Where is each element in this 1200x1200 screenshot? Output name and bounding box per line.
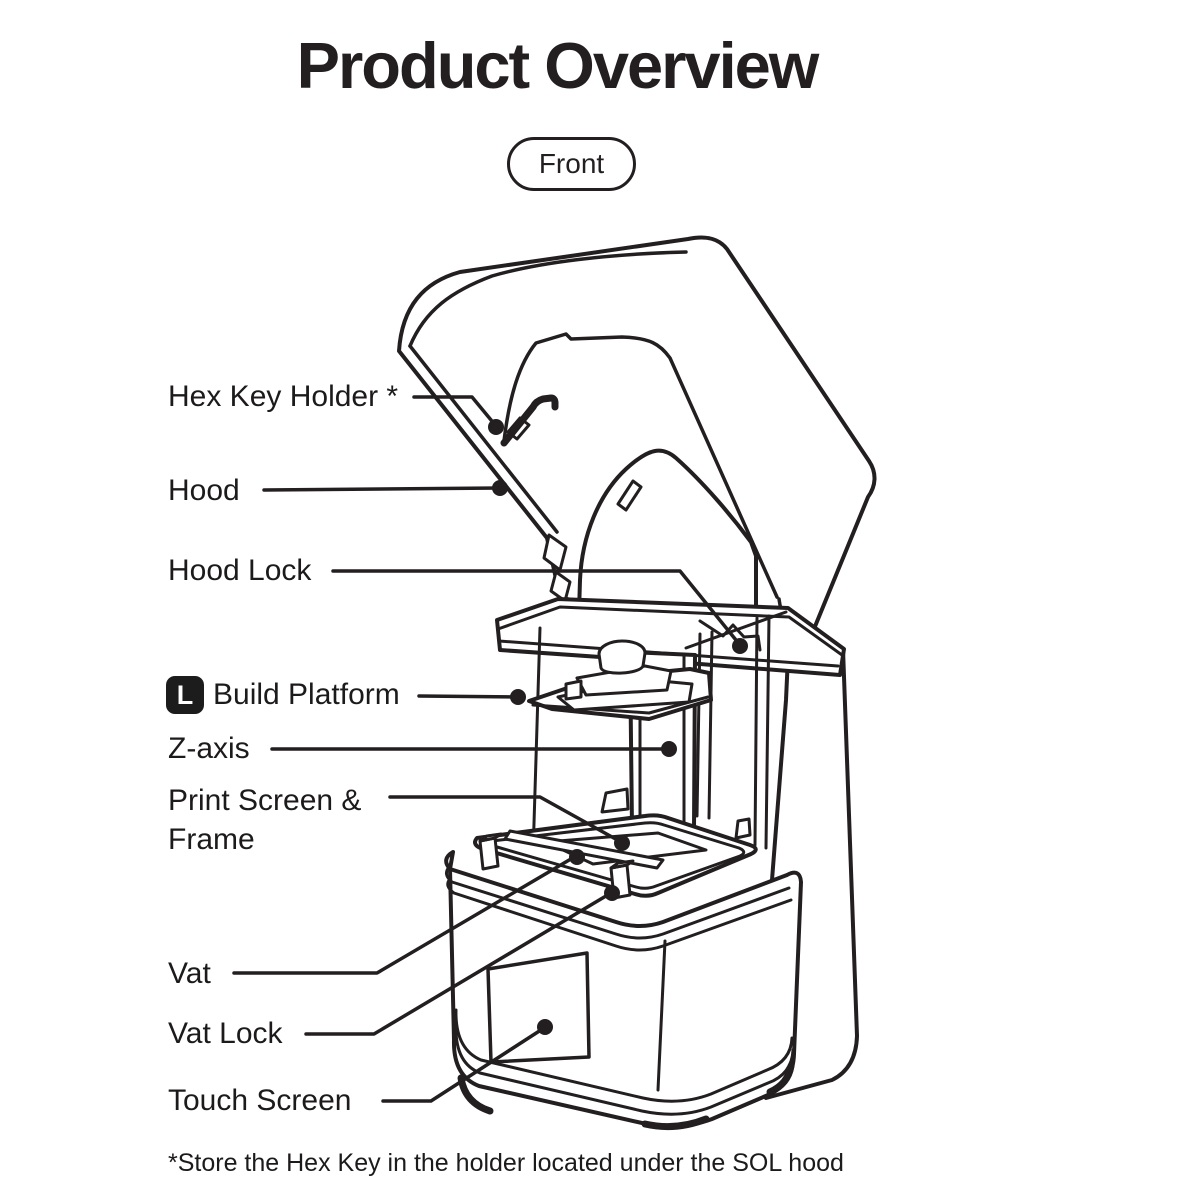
- label-vat-lock: Vat Lock: [168, 1017, 283, 1050]
- leader-vat: [232, 854, 578, 975]
- label-z-axis: Z-axis: [168, 732, 250, 765]
- label-hood-lock: Hood Lock: [168, 554, 312, 587]
- label-build-platform-row: L Build Platform: [166, 676, 400, 714]
- label-hood: Hood: [168, 474, 240, 507]
- l-badge-icon: L: [166, 676, 204, 714]
- leader-print-screen: [388, 795, 623, 844]
- label-hex-key-holder: Hex Key Holder *: [168, 380, 399, 413]
- page-title: Product Overview: [296, 29, 820, 102]
- leader-touch-screen: [381, 1026, 546, 1103]
- hex-key-drawing: [500, 394, 559, 447]
- leader-hood-lock: [331, 569, 742, 647]
- front-view-badge: Front: [507, 137, 636, 191]
- leader-vat-lock: [304, 891, 613, 1036]
- leader-build-platform: [417, 694, 520, 699]
- leader-dots: [488, 419, 748, 1035]
- label-print-screen-line1: Print Screen &: [168, 784, 362, 817]
- touch-screen-drawing: [486, 951, 591, 1064]
- label-touch-screen: Touch Screen: [168, 1084, 352, 1117]
- leader-hex-key-holder: [412, 395, 498, 428]
- leader-lines: [232, 395, 742, 1103]
- build-platform-drawing: [527, 639, 713, 721]
- label-print-screen-line2: Frame: [168, 823, 255, 856]
- label-vat: Vat: [168, 957, 211, 990]
- label-print-screen-frame: Print Screen & Frame: [168, 781, 408, 859]
- label-build-platform: Build Platform: [213, 678, 400, 711]
- footnote: *Store the Hex Key in the holder located…: [168, 1149, 844, 1177]
- leader-hood: [262, 486, 502, 492]
- frame-rails: [531, 610, 788, 858]
- vat-drawing: [473, 787, 758, 900]
- front-view-badge-label: Front: [538, 148, 605, 179]
